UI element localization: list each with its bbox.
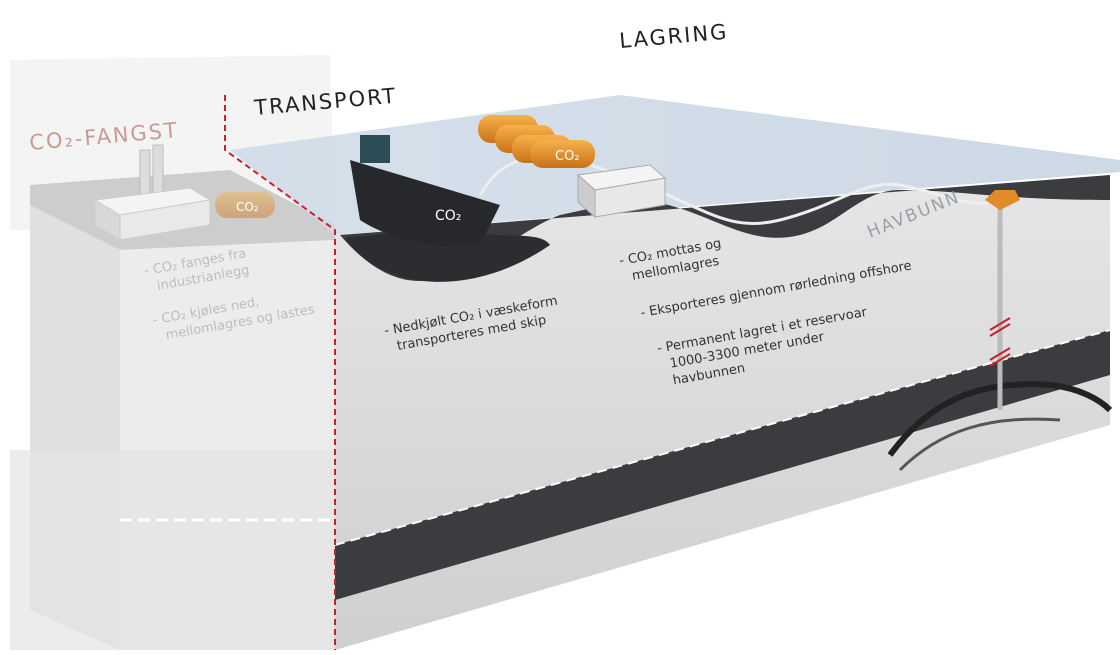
storage-building-icon	[576, 164, 667, 219]
injection-well	[985, 190, 1020, 410]
capture-co2-tank: CO₂	[215, 192, 275, 218]
capture-block	[10, 55, 335, 650]
storage-slab	[230, 95, 1120, 650]
svg-text:CO₂: CO₂	[236, 200, 259, 214]
heading-storage: LAGRING	[618, 20, 729, 53]
svg-text:CO₂: CO₂	[435, 208, 461, 224]
capture-boundary-line	[224, 95, 336, 650]
factory-icon	[93, 144, 212, 241]
storage-co2-tanks: CO₂	[478, 115, 595, 168]
ship-icon: CO₂	[350, 135, 500, 247]
svg-text:CO₂: CO₂	[555, 149, 580, 164]
pipeline	[478, 158, 1001, 225]
